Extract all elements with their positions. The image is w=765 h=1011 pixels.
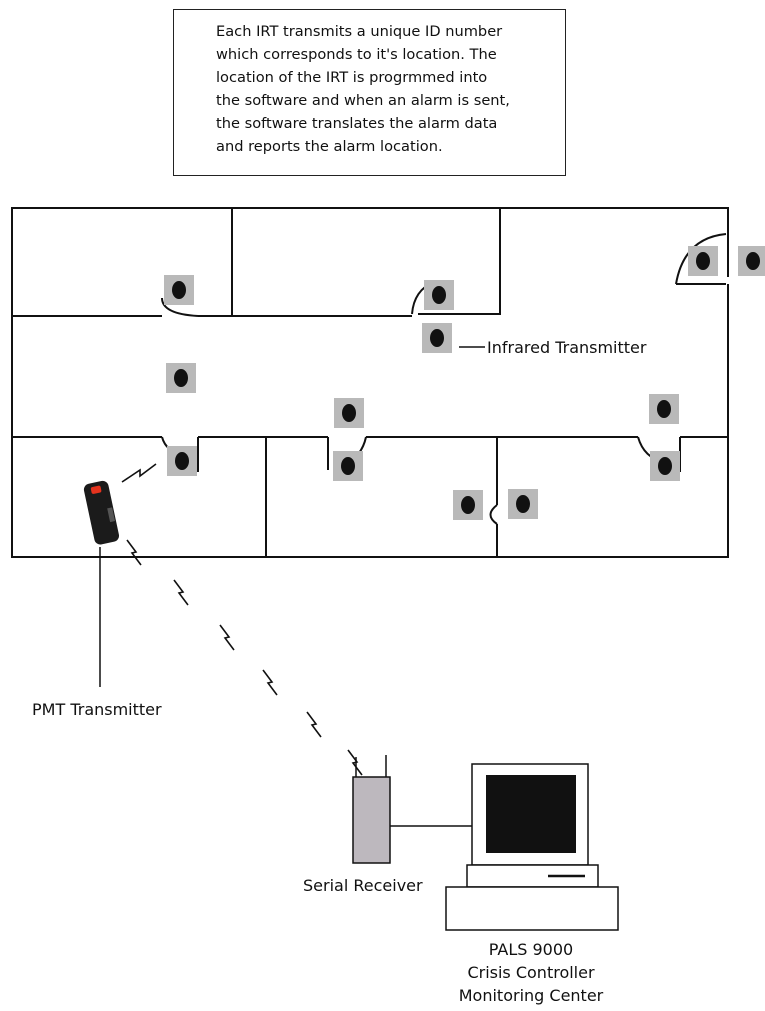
door-swing xyxy=(489,504,498,525)
pmt-transmitter-label: PMT Transmitter xyxy=(32,700,162,719)
wireless-signals xyxy=(121,463,363,776)
irt-emitter-dot xyxy=(342,404,356,422)
callout-line-6: and reports the alarm location. xyxy=(216,138,443,155)
infrared-transmitter xyxy=(508,489,538,519)
lower-middle-room-wall xyxy=(327,437,498,557)
callout-line-1: Each IRT transmits a unique ID number xyxy=(216,23,503,40)
pmt-transmitter-device xyxy=(83,480,120,687)
monitoring-computer xyxy=(445,763,619,931)
signal-segment xyxy=(126,539,142,566)
monitoring-center-label-line-1: PALS 9000 xyxy=(489,940,573,959)
signal-pmt-to-irt xyxy=(121,463,157,483)
infrared-transmitter xyxy=(649,394,679,424)
irt-explanation-callout: Each IRT transmits a unique ID number wh… xyxy=(173,9,566,176)
callout-line-3: location of the IRT is progrmmed into xyxy=(216,69,488,86)
infrared-transmitter xyxy=(334,398,364,428)
signal-segment xyxy=(306,711,322,738)
signal-segment xyxy=(262,669,278,696)
irt-emitter-dot xyxy=(174,369,188,387)
irt-emitter-dot xyxy=(172,281,186,299)
upper-middle-room-wall xyxy=(232,208,501,317)
infrared-transmitter xyxy=(167,446,197,476)
serial-receiver-device xyxy=(352,755,391,864)
irt-emitter-dot xyxy=(175,452,189,470)
upper-left-room-wall xyxy=(12,208,233,317)
irt-emitter-dot xyxy=(516,495,530,513)
irt-emitter-dot xyxy=(746,252,760,270)
infrared-transmitter xyxy=(424,280,454,310)
callout-line-5: the software translates the alarm data xyxy=(216,115,498,132)
pmt-clip xyxy=(107,507,116,523)
lower-left-room-wall xyxy=(197,437,267,557)
door-swing xyxy=(161,297,199,317)
signal-segment xyxy=(347,749,363,776)
monitor-screen xyxy=(486,775,576,853)
irt-emitter-dot xyxy=(432,286,446,304)
signal-segment xyxy=(219,624,235,651)
infrared-transmitter xyxy=(453,490,483,520)
receiver-body xyxy=(352,776,391,864)
callout-line-2: which corresponds to it's location. The xyxy=(216,46,497,63)
irt-emitter-dot xyxy=(657,400,671,418)
irt-emitter-dot xyxy=(696,252,710,270)
infrared-transmitter xyxy=(688,246,718,276)
monitoring-center-label-line-2: Crisis Controller xyxy=(467,963,595,982)
infrared-transmitter xyxy=(738,246,765,276)
serial-receiver-label: Serial Receiver xyxy=(303,876,423,895)
irt-emitter-dot xyxy=(430,329,444,347)
infrared-transmitter xyxy=(164,275,194,305)
infrared-transmitter xyxy=(650,451,680,481)
infrared-transmitter xyxy=(422,323,452,353)
monitoring-center-label-line-3: Monitoring Center xyxy=(459,986,604,1005)
floor-plan-walls xyxy=(11,207,729,558)
pmt-body xyxy=(83,480,120,545)
infrared-transmitter xyxy=(166,363,196,393)
infrared-transmitter xyxy=(333,451,363,481)
infrared-transmitters xyxy=(164,246,765,520)
pmt-alarm-light xyxy=(90,485,102,494)
irt-emitter-dot xyxy=(461,496,475,514)
signal-segment xyxy=(173,579,189,606)
irt-emitter-dot xyxy=(341,457,355,475)
building-outline xyxy=(11,207,729,558)
callout-line-4: the software and when an alarm is sent, xyxy=(216,92,510,109)
computer-base xyxy=(445,886,619,931)
irt-emitter-dot xyxy=(658,457,672,475)
infrared-transmitter-label: Infrared Transmitter xyxy=(487,338,647,357)
